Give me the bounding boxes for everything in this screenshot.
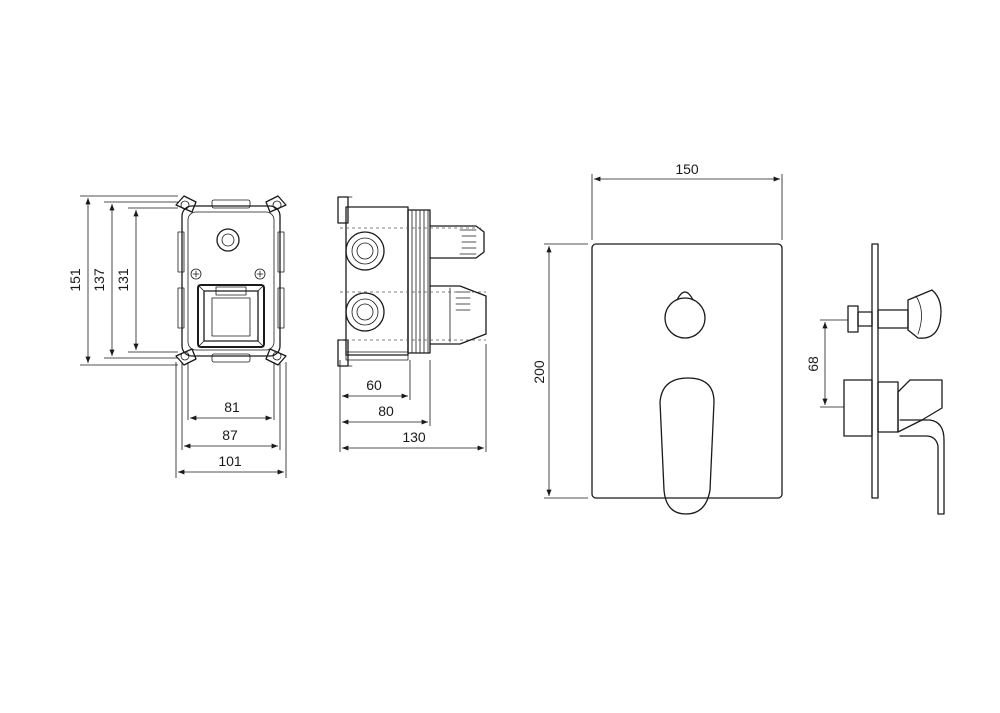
cover-plate-dimensions: 150 200 (531, 161, 783, 499)
cover-plate-view (591, 243, 783, 515)
box-front-view (175, 195, 287, 366)
side-profile-view (843, 243, 945, 515)
dim-height-131: 131 (115, 268, 131, 292)
side-profile-dimensions: 68 (805, 319, 848, 408)
box-side-dimensions: 60 80 130 (339, 344, 487, 452)
dim-depth-130: 130 (402, 429, 426, 445)
dim-width-81: 81 (224, 399, 240, 415)
box-side-view (337, 196, 487, 367)
dim-width-87: 87 (222, 427, 238, 443)
dim-plate-width-150: 150 (675, 161, 699, 177)
dim-width-101: 101 (218, 453, 242, 469)
dim-height-151: 151 (67, 268, 83, 292)
dim-spacing-68: 68 (805, 356, 821, 372)
dim-plate-height-200: 200 (531, 360, 547, 384)
box-front-dimensions: 151 137 131 81 87 101 (67, 195, 287, 478)
dim-depth-60: 60 (366, 377, 382, 393)
dim-height-137: 137 (91, 268, 107, 292)
dim-depth-80: 80 (378, 403, 394, 419)
